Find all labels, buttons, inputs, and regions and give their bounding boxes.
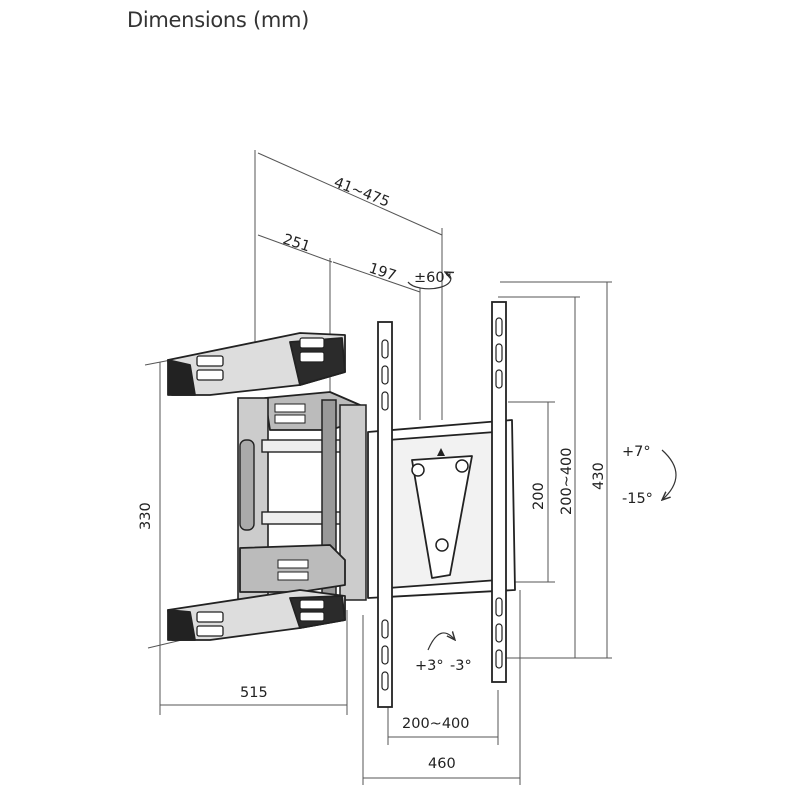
label-vesa-horizontal: 200~400 [402, 716, 470, 732]
label-vesa-vertical-fixed: 200 [531, 482, 547, 510]
tilt-arc [662, 449, 677, 500]
label-level-plus: +3° [415, 658, 444, 674]
vesa-rail-left [377, 321, 393, 708]
label-arm-length: 251 [281, 232, 312, 256]
label-width-arms: 515 [240, 685, 268, 701]
upper-arm [167, 332, 363, 431]
vesa-rail-right [491, 301, 507, 683]
level-arc [427, 633, 455, 651]
label-level-minus: -3° [450, 658, 472, 674]
label-vesa-vertical-range: 200~400 [559, 447, 575, 515]
label-tilt-down: -15° [622, 491, 653, 507]
label-height-arms: 330 [138, 502, 154, 530]
label-total-height: 430 [591, 462, 607, 490]
label-arm-extension: 41~475 [332, 175, 392, 211]
label-tilt-up: +7° [622, 444, 651, 460]
dimension-labels: 41~475 251 197 ±60° 330 515 200 200~400 … [138, 175, 653, 772]
label-arm-segment: 197 [367, 261, 398, 285]
label-total-width: 460 [428, 756, 456, 772]
swivel-arc [407, 272, 451, 290]
diagram-title: Dimensions (mm) [127, 8, 310, 32]
dimension-lines [144, 150, 612, 785]
lower-arm [167, 544, 346, 641]
rotation-indicators [407, 272, 677, 651]
tv-bracket [367, 419, 516, 599]
label-swivel: ±60° [414, 270, 452, 286]
